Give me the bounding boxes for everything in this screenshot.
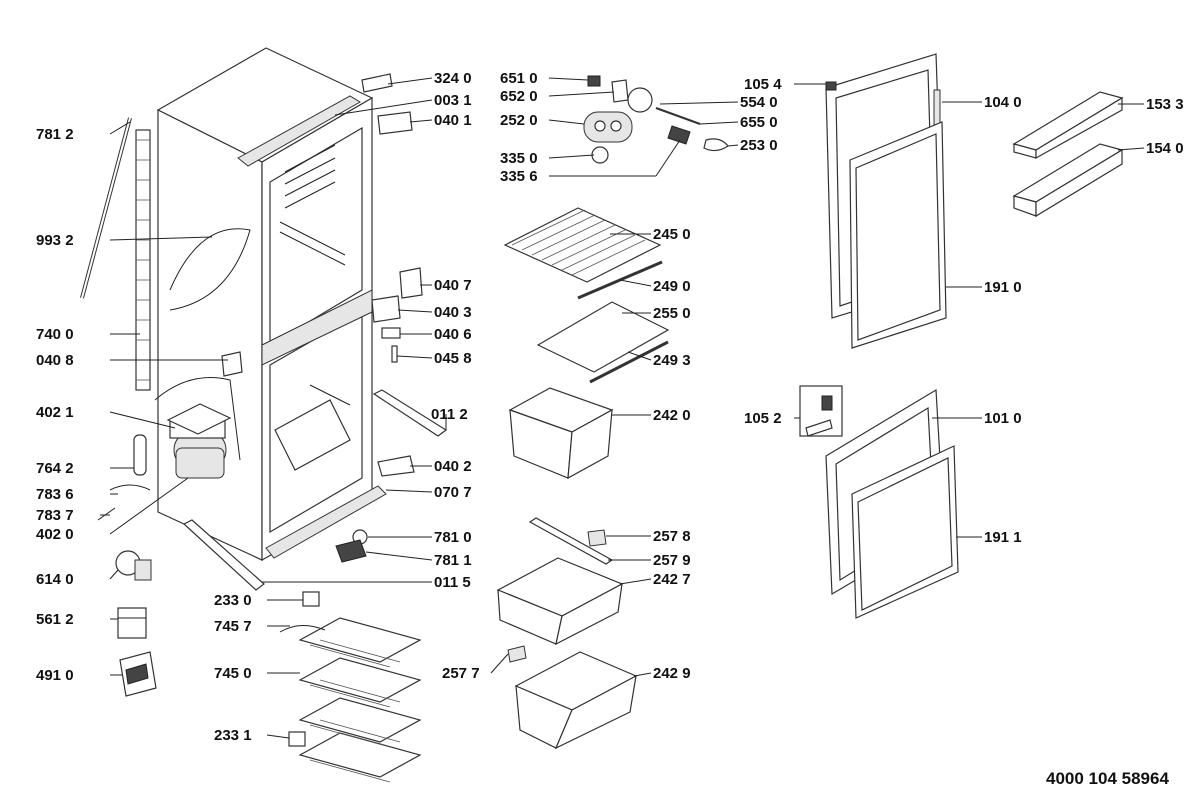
label-745-7: 745 7 (214, 618, 252, 635)
label-335-0: 335 0 (500, 150, 538, 167)
crisper-drawer-upper (496, 557, 624, 646)
label-040-7: 040 7 (434, 277, 472, 294)
label-652-0: 652 0 (500, 88, 538, 105)
rail-clip-top (587, 529, 607, 547)
clip-part-top (302, 591, 320, 607)
label-783-7: 783 7 (36, 507, 74, 524)
label-191-0: 191 0 (984, 279, 1022, 296)
label-191-1: 191 1 (984, 529, 1022, 546)
hinge-bracket-top (377, 111, 413, 135)
label-011-5: 011 5 (434, 574, 471, 591)
label-335-6: 335 6 (500, 168, 538, 185)
label-233-0: 233 0 (214, 592, 252, 609)
cabinet (80, 47, 387, 562)
label-402-0: 402 0 (36, 526, 74, 543)
compressor (166, 403, 232, 479)
label-257-7: 257 7 (442, 665, 480, 682)
freezer-door (825, 388, 959, 619)
label-745-0: 745 0 (214, 665, 252, 682)
label-233-1: 233 1 (214, 727, 252, 744)
label-011-2: 011 2 (431, 406, 468, 423)
label-252-0: 252 0 (500, 112, 538, 129)
freezer-grids (279, 617, 422, 783)
filter-drier (133, 434, 147, 476)
front-rail (182, 519, 265, 591)
label-003-1: 003 1 (434, 92, 472, 109)
control-cluster (583, 75, 729, 164)
rail-clip-bottom (507, 645, 527, 663)
part-labels: 781 2 993 2 740 0 040 8 402 1 764 2 783 … (36, 70, 1184, 744)
label-242-0: 242 0 (653, 407, 691, 424)
label-045-8: 045 8 (434, 350, 472, 367)
label-781-0: 781 0 (434, 529, 472, 546)
foot-cover (335, 539, 367, 563)
label-651-0: 651 0 (500, 70, 538, 87)
wire-shelf (503, 207, 662, 283)
label-101-0: 101 0 (984, 410, 1022, 427)
top-hinge-cover (361, 73, 393, 93)
label-253-0: 253 0 (740, 137, 778, 154)
leader-lines (100, 77, 1145, 739)
label-070-7: 070 7 (434, 484, 472, 501)
label-257-9: 257 9 (653, 552, 691, 569)
document-number: 4000 104 58964 (1046, 769, 1169, 788)
cover-part (119, 651, 157, 697)
label-104-0: 104 0 (984, 94, 1022, 111)
hinge-bracket-mid (399, 267, 423, 299)
label-153-3: 153 3 (1146, 96, 1184, 113)
label-491-0: 491 0 (36, 667, 74, 684)
label-040-2: 040 2 (434, 458, 472, 475)
label-242-9: 242 9 (653, 665, 691, 682)
label-257-8: 257 8 (653, 528, 691, 545)
label-781-1: 781 1 (434, 552, 472, 569)
hinge-bracket-bottom (377, 455, 415, 477)
label-040-8: 040 8 (36, 352, 74, 369)
label-740-0: 740 0 (36, 326, 74, 343)
label-040-6: 040 6 (434, 326, 472, 343)
hinge-kit (799, 385, 843, 437)
label-255-0: 255 0 (653, 305, 691, 322)
capillary-tube (109, 484, 151, 491)
fridge-door (825, 53, 947, 349)
label-783-6: 783 6 (36, 486, 74, 503)
relay-part (117, 607, 147, 639)
label-764-2: 764 2 (36, 460, 74, 477)
shelf-trim-bottom (589, 340, 669, 384)
label-105-4: 105 4 (744, 76, 782, 93)
label-245-0: 245 0 (653, 226, 691, 243)
label-242-7: 242 7 (653, 571, 691, 588)
label-249-3: 249 3 (653, 352, 691, 369)
thermostat-part (115, 550, 152, 581)
label-040-1: 040 1 (434, 112, 472, 129)
label-993-2: 993 2 (36, 232, 74, 249)
label-249-0: 249 0 (653, 278, 691, 295)
label-614-0: 614 0 (36, 571, 74, 588)
label-154-0: 154 0 (1146, 140, 1184, 157)
glass-shelf (536, 301, 670, 373)
label-402-1: 402 1 (36, 404, 74, 421)
label-781-2: 781 2 (36, 126, 74, 143)
label-324-0: 324 0 (434, 70, 472, 87)
hinge-spacer (381, 327, 401, 339)
hinge-pin (391, 345, 398, 363)
label-561-2: 561 2 (36, 611, 74, 628)
label-554-0: 554 0 (740, 94, 778, 111)
hinge-plate (371, 295, 401, 323)
label-655-0: 655 0 (740, 114, 778, 131)
clip-part-bottom (288, 731, 306, 747)
label-105-2: 105 2 (744, 410, 782, 427)
label-040-3: 040 3 (434, 304, 472, 321)
storage-box (508, 387, 614, 480)
bracket-part (221, 351, 243, 377)
grommet-part (97, 507, 116, 521)
crisper-drawer-lower (514, 651, 638, 750)
door-bin-upper (1012, 91, 1124, 160)
